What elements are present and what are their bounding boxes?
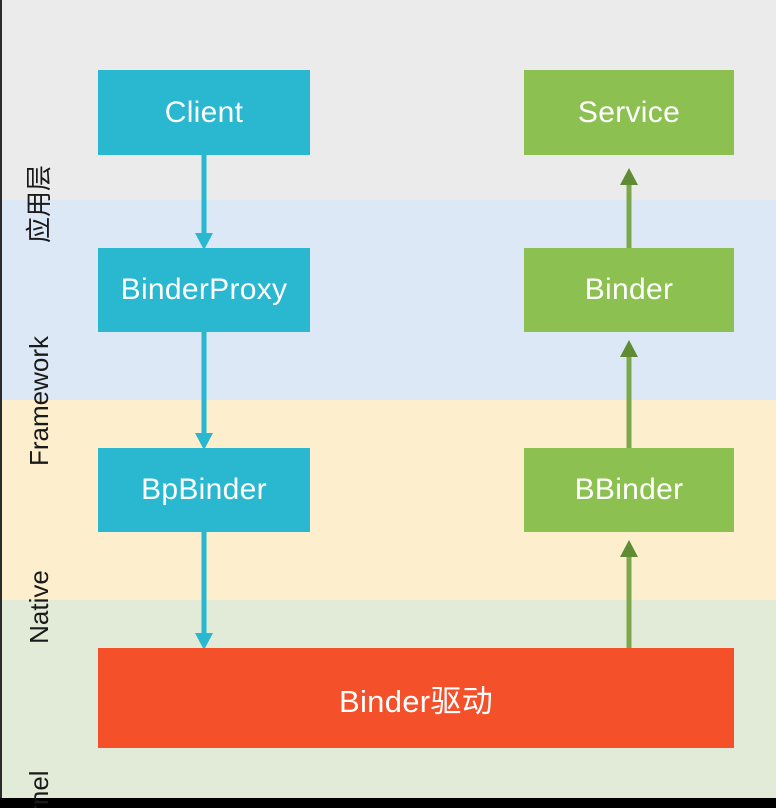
arrow-shaft xyxy=(626,557,632,650)
arrow-bbinder-to-binder xyxy=(620,340,638,450)
arrow-head-down-icon xyxy=(195,233,213,250)
arrow-head-up-icon xyxy=(620,340,638,357)
arrow-binder-to-service xyxy=(620,168,638,250)
arrow-driver-to-bbinder xyxy=(620,540,638,650)
node-binder[interactable]: Binder xyxy=(524,248,734,332)
arrow-shaft xyxy=(626,185,632,250)
arrow-bpbinder-to-driver xyxy=(195,530,213,650)
node-binder-proxy[interactable]: BinderProxy xyxy=(98,248,310,332)
node-binder-driver[interactable]: Binder驱动 xyxy=(98,648,734,748)
arrow-client-to-binderproxy xyxy=(195,152,213,250)
diagram-left-border xyxy=(0,0,2,798)
arrow-shaft xyxy=(201,152,207,233)
arrow-shaft xyxy=(201,530,207,633)
layer-label-app: 应用层 xyxy=(24,165,54,244)
node-client[interactable]: Client xyxy=(98,70,310,155)
layer-label-native: Native xyxy=(24,570,54,644)
arrow-head-up-icon xyxy=(620,540,638,557)
arrow-head-down-icon xyxy=(195,433,213,450)
node-bp-binder[interactable]: BpBinder xyxy=(98,448,310,532)
arrow-head-down-icon xyxy=(195,633,213,650)
arrow-shaft xyxy=(201,330,207,433)
layer-label-framework: Framework xyxy=(24,336,54,467)
layer-label-kernel: Kernel xyxy=(24,770,54,808)
arrow-binderproxy-to-bpbinder xyxy=(195,330,213,450)
node-bb-binder[interactable]: BBinder xyxy=(524,448,734,532)
arrow-shaft xyxy=(626,357,632,450)
arrow-head-up-icon xyxy=(620,168,638,185)
node-service[interactable]: Service xyxy=(524,70,734,155)
diagram-bottom-border xyxy=(0,798,776,808)
